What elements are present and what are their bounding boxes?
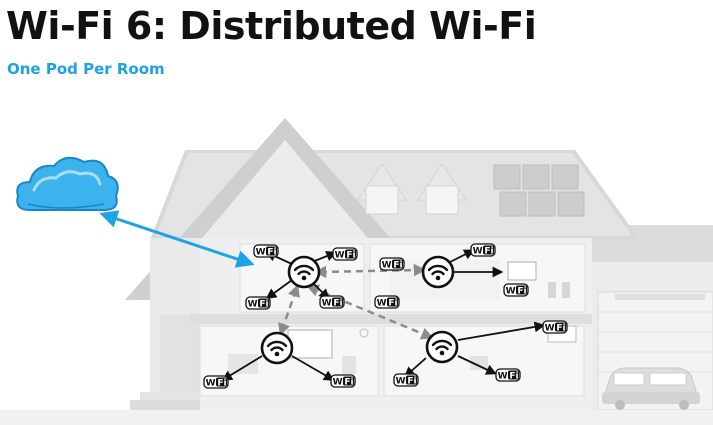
wifi-badge-icon: Wi Fi xyxy=(374,295,400,309)
wifi-pod-icon xyxy=(421,255,455,289)
wifi-badge-icon: Wi Fi xyxy=(393,373,419,387)
badge-wi: Wi xyxy=(545,324,558,334)
wifi-badge-icon: Wi Fi xyxy=(495,368,521,382)
solar-panel-icon xyxy=(493,164,585,217)
badge-fi: Fi xyxy=(217,379,226,389)
badge-wi: Wi xyxy=(248,300,261,310)
page-subtitle: One Pod Per Room xyxy=(7,60,165,78)
badge-fi: Fi xyxy=(407,377,416,387)
wifi-badge-icon: Wi Fi xyxy=(330,374,356,388)
mesh-links xyxy=(278,263,434,340)
badge-wi: Wi xyxy=(498,372,511,382)
badge-fi: Fi xyxy=(517,287,526,297)
house-illustration xyxy=(125,118,713,411)
badge-fi: Fi xyxy=(388,299,397,309)
badge-wi: Wi xyxy=(506,287,519,297)
badge-fi: Fi xyxy=(484,247,493,257)
badge-wi: Wi xyxy=(396,377,409,387)
badge-wi: Wi xyxy=(377,299,390,309)
wifi-badge-icon: Wi Fi xyxy=(319,295,345,309)
badge-wi: Wi xyxy=(382,261,395,271)
wifi-badge-icon: Wi Fi xyxy=(470,243,496,257)
wifi-pod-icon xyxy=(260,331,294,365)
badge-wi: Wi xyxy=(206,379,219,389)
wifi-pod-icon xyxy=(287,255,321,289)
badge-wi: Wi xyxy=(256,248,269,258)
badge-wi: Wi xyxy=(335,251,348,261)
badge-fi: Fi xyxy=(346,251,355,261)
wifi-badge-icon: Wi Fi xyxy=(203,375,229,389)
wifi-badge-icon: Wi Fi xyxy=(245,296,271,310)
badge-fi: Fi xyxy=(333,299,342,309)
footer-band xyxy=(0,410,713,425)
cloud-icon xyxy=(16,156,119,211)
wifi-badge-icon: Wi Fi xyxy=(503,283,529,297)
wifi-badge-icon: Wi Fi xyxy=(379,257,405,271)
wifi-badge-icon: Wi Fi xyxy=(542,320,568,334)
wifi-badge-icon: Wi Fi xyxy=(253,244,279,258)
badge-wi: Wi xyxy=(322,299,335,309)
badge-fi: Fi xyxy=(267,248,276,258)
badge-fi: Fi xyxy=(393,261,402,271)
badge-fi: Fi xyxy=(259,300,268,310)
page-title: Wi-Fi 6: Distributed Wi-Fi xyxy=(6,4,537,48)
badge-wi: Wi xyxy=(333,378,346,388)
wifi-pod-icon xyxy=(425,330,459,364)
car-icon xyxy=(602,367,700,410)
badge-fi: Fi xyxy=(509,372,518,382)
badge-fi: Fi xyxy=(556,324,565,334)
badge-wi: Wi xyxy=(473,247,486,257)
badge-fi: Fi xyxy=(344,378,353,388)
wifi-badge-icon: Wi Fi xyxy=(332,247,358,261)
